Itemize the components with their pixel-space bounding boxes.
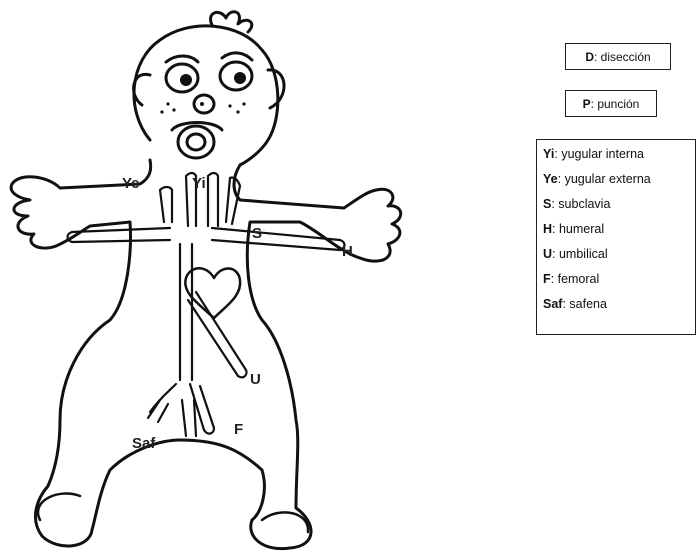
brow-left bbox=[166, 56, 198, 62]
brow-right bbox=[222, 53, 252, 60]
label-saf: Saf bbox=[132, 435, 156, 452]
legend-item: Ye: yugular externa bbox=[543, 173, 695, 198]
diseccion-abbr: D bbox=[585, 51, 594, 63]
puncion-text: punción bbox=[597, 98, 639, 110]
label-yi: Yi bbox=[192, 175, 206, 192]
body-outline bbox=[11, 160, 401, 549]
legend-abbr: Yi bbox=[543, 147, 554, 161]
legend-abbr: Saf bbox=[543, 297, 562, 311]
legend-abbr: F bbox=[543, 272, 551, 286]
foot-right bbox=[262, 512, 308, 532]
legend-text: yugular externa bbox=[565, 172, 651, 186]
diseccion-box: D: disección bbox=[565, 43, 671, 70]
legend-text: safena bbox=[569, 297, 607, 311]
legend-text: humeral bbox=[559, 222, 604, 236]
heart-shape bbox=[185, 268, 240, 318]
legend-item: Saf: safena bbox=[543, 298, 695, 323]
vessel-umbilical bbox=[188, 292, 246, 376]
legend-item: S: subclavia bbox=[543, 198, 695, 223]
label-s: S bbox=[252, 225, 262, 242]
legend-text: umbilical bbox=[559, 247, 608, 261]
ear-left bbox=[134, 74, 150, 105]
vessel-saphenous bbox=[148, 400, 196, 436]
legend-sep: : bbox=[552, 247, 559, 261]
diseccion-sep: : bbox=[594, 51, 601, 63]
foot-left bbox=[38, 493, 80, 520]
legend-text: subclavia bbox=[558, 197, 610, 211]
legend-abbr: H bbox=[543, 222, 552, 236]
legend-abbr: U bbox=[543, 247, 552, 261]
diseccion-text: disección bbox=[601, 51, 651, 63]
legend-sep: : bbox=[551, 272, 558, 286]
label-h: H bbox=[342, 243, 353, 260]
legend-abbr: Ye bbox=[543, 172, 558, 186]
puncion-sep: : bbox=[591, 98, 598, 110]
legend-item: H: humeral bbox=[543, 223, 695, 248]
vessel-legend: Yi: yugular interna Ye: yugular externa … bbox=[536, 139, 696, 335]
vessel-left-arm bbox=[72, 228, 170, 242]
legend-text: femoral bbox=[558, 272, 600, 286]
label-u: U bbox=[250, 371, 261, 388]
legend-item: F: femoral bbox=[543, 273, 695, 298]
legend-item: Yi: yugular interna bbox=[543, 148, 695, 173]
legend-item: U: umbilical bbox=[543, 248, 695, 273]
vessel-trunk bbox=[180, 244, 192, 380]
legend-sep: : bbox=[552, 222, 559, 236]
legend-sep: : bbox=[558, 172, 565, 186]
label-ye: Ye bbox=[122, 175, 140, 192]
vessel-right-arm bbox=[212, 228, 340, 250]
puncion-box: P: punción bbox=[565, 90, 657, 117]
pacifier-ring bbox=[178, 126, 214, 158]
label-f: F bbox=[234, 421, 243, 438]
pacifier-inner bbox=[187, 134, 205, 150]
puncion-abbr: P bbox=[583, 98, 591, 110]
legend-text: yugular interna bbox=[561, 147, 644, 161]
